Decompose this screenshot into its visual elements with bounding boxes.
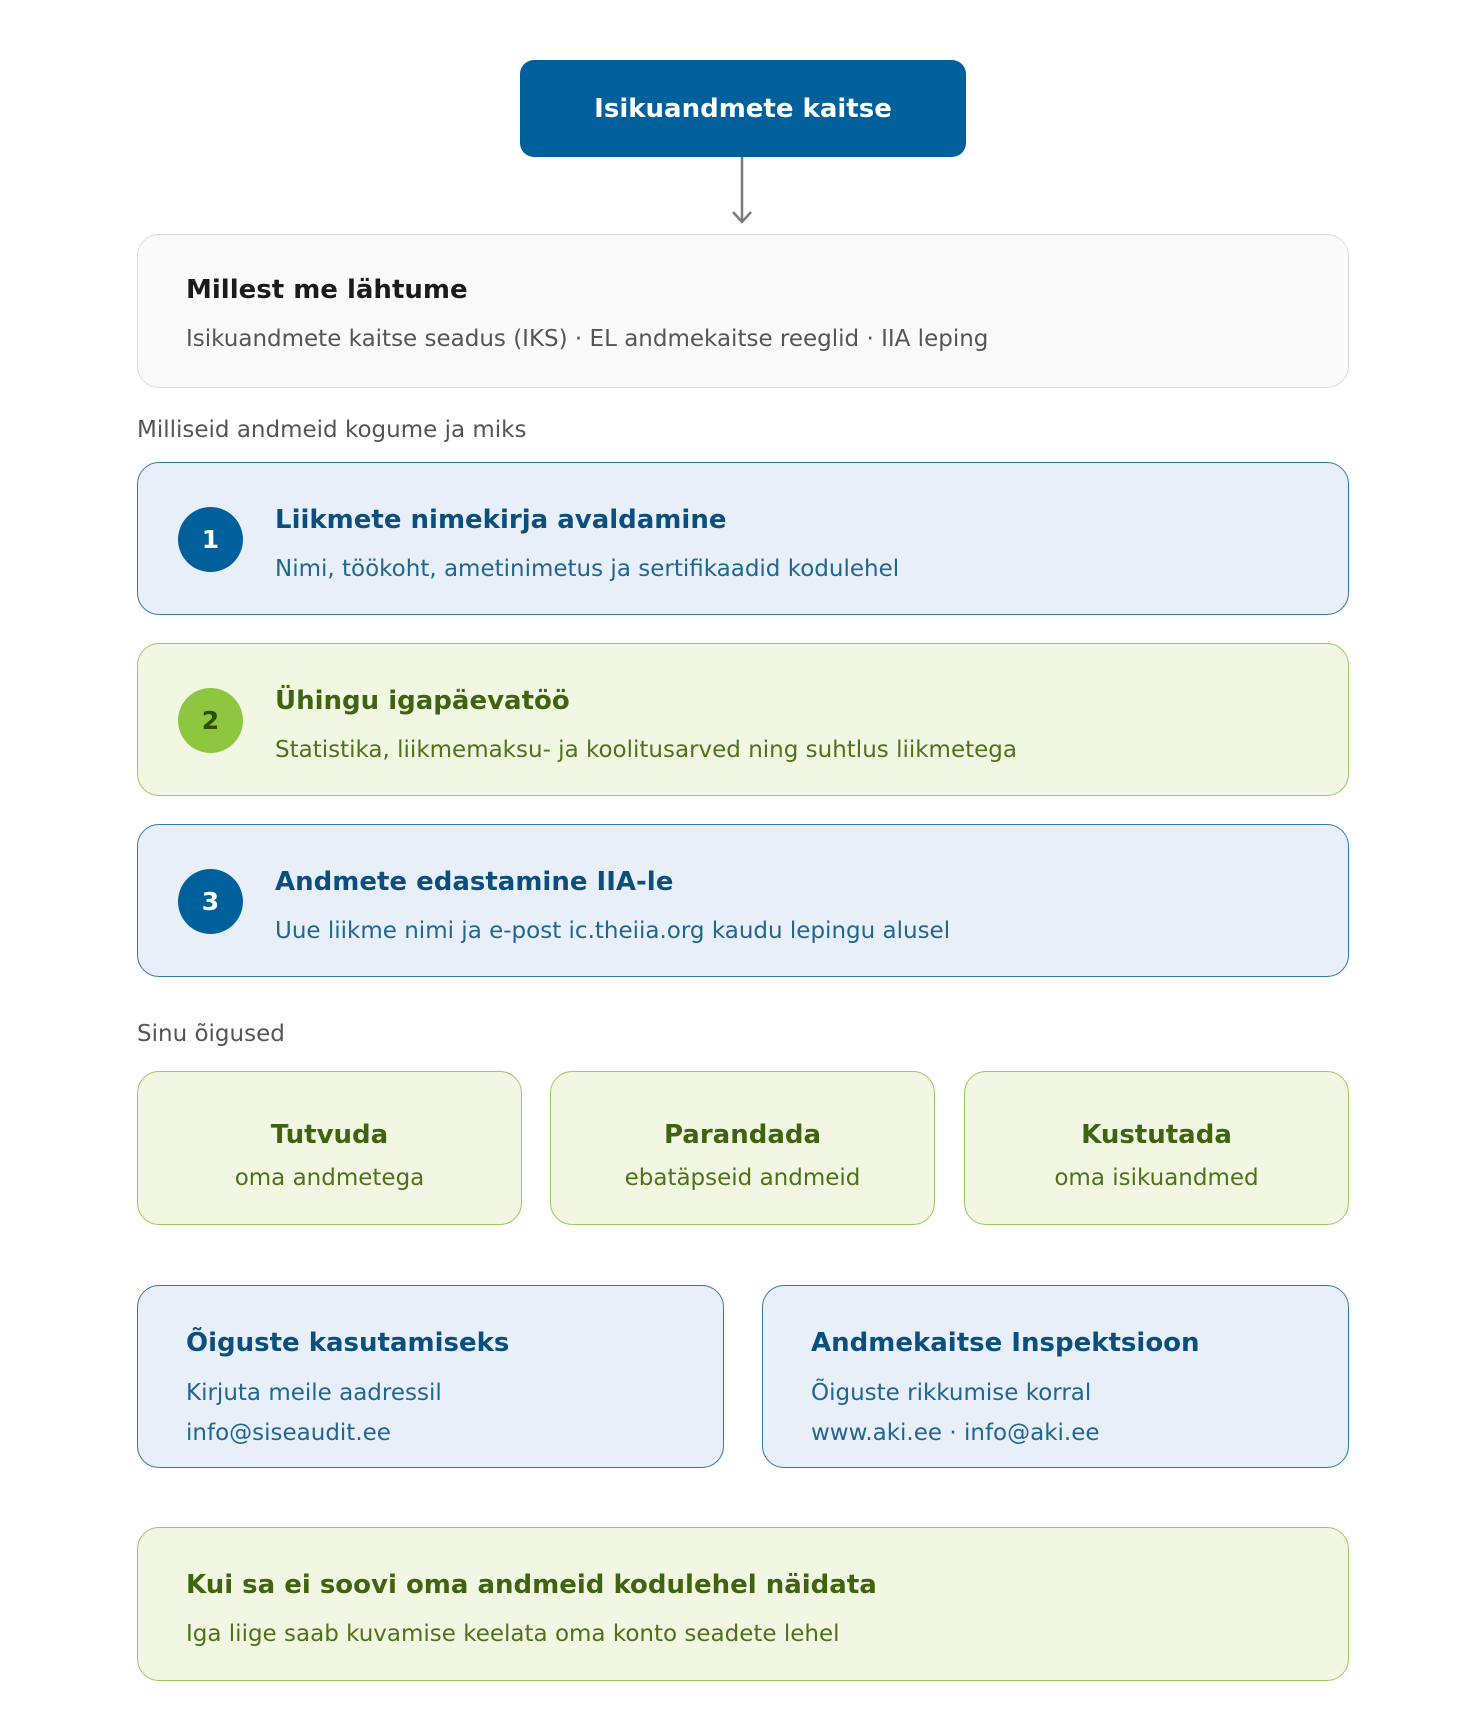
step-title: Andmete edastamine IIA-le [275, 867, 674, 897]
collection-section-label: Milliseid andmeid kogume ja miks [137, 417, 527, 443]
down-arrow-connector [732, 157, 752, 224]
optout-card: Kui sa ei soovi oma andmeid kodulehel nä… [137, 1527, 1349, 1681]
contact-card-association: Õiguste kasutamiseks Kirjuta meile aadre… [137, 1285, 724, 1468]
step-subtitle: Uue liikme nimi ja e-post ic.theiia.org … [275, 918, 951, 944]
step-subtitle: Nimi, töökoht, ametinimetus ja sertifika… [275, 556, 900, 582]
contact-title: Andmekaitse Inspektsioon [811, 1328, 1200, 1358]
right-title: Tutvuda [270, 1120, 389, 1150]
legal-basis-card: Millest me lähtume Isikuandmete kaitse s… [137, 234, 1349, 388]
right-card-rectify: Parandada ebatäpseid andmeid [550, 1071, 935, 1225]
step-title: Ühingu igapäevatöö [275, 686, 570, 716]
right-title: Parandada [663, 1120, 822, 1150]
step-subtitle: Statistika, liikmemaksu- ja koolitusarve… [275, 737, 1017, 763]
right-subtitle: ebatäpseid andmeid [624, 1165, 861, 1191]
contact-title: Õiguste kasutamiseks [186, 1328, 510, 1358]
contact-links: www.aki.ee · info@aki.ee [811, 1420, 1100, 1446]
root-node: Isikuandmete kaitse [520, 60, 966, 157]
optout-subtitle: Iga liige saab kuvamise keelata oma kont… [186, 1621, 840, 1647]
right-subtitle: oma isikuandmed [1054, 1165, 1259, 1191]
contact-description: Kirjuta meile aadressil [186, 1380, 442, 1406]
collection-step-2: 2 Ühingu igapäevatöö Statistika, liikmem… [137, 643, 1349, 796]
right-card-erase: Kustutada oma isikuandmed [964, 1071, 1349, 1225]
collection-step-3: 3 Andmete edastamine IIA-le Uue liikme n… [137, 824, 1349, 977]
rights-section-label: Sinu õigused [137, 1021, 285, 1047]
step-number-badge: 2 [178, 688, 243, 753]
contact-description: Õiguste rikkumise korral [811, 1380, 1092, 1406]
step-number-badge: 3 [178, 869, 243, 934]
collection-step-1: 1 Liikmete nimekirja avaldamine Nimi, tö… [137, 462, 1349, 615]
contact-email: info@siseaudit.ee [186, 1420, 391, 1446]
legal-basis-subtitle: Isikuandmete kaitse seadus (IKS) · EL an… [186, 326, 989, 352]
step-title: Liikmete nimekirja avaldamine [275, 505, 727, 535]
right-subtitle: oma andmetega [234, 1165, 425, 1191]
legal-basis-title: Millest me lähtume [186, 275, 468, 305]
right-card-access: Tutvuda oma andmetega [137, 1071, 522, 1225]
right-title: Kustutada [1081, 1120, 1232, 1150]
step-number-badge: 1 [178, 507, 243, 572]
contact-card-inspectorate: Andmekaitse Inspektsioon Õiguste rikkumi… [762, 1285, 1349, 1468]
optout-title: Kui sa ei soovi oma andmeid kodulehel nä… [186, 1570, 877, 1600]
